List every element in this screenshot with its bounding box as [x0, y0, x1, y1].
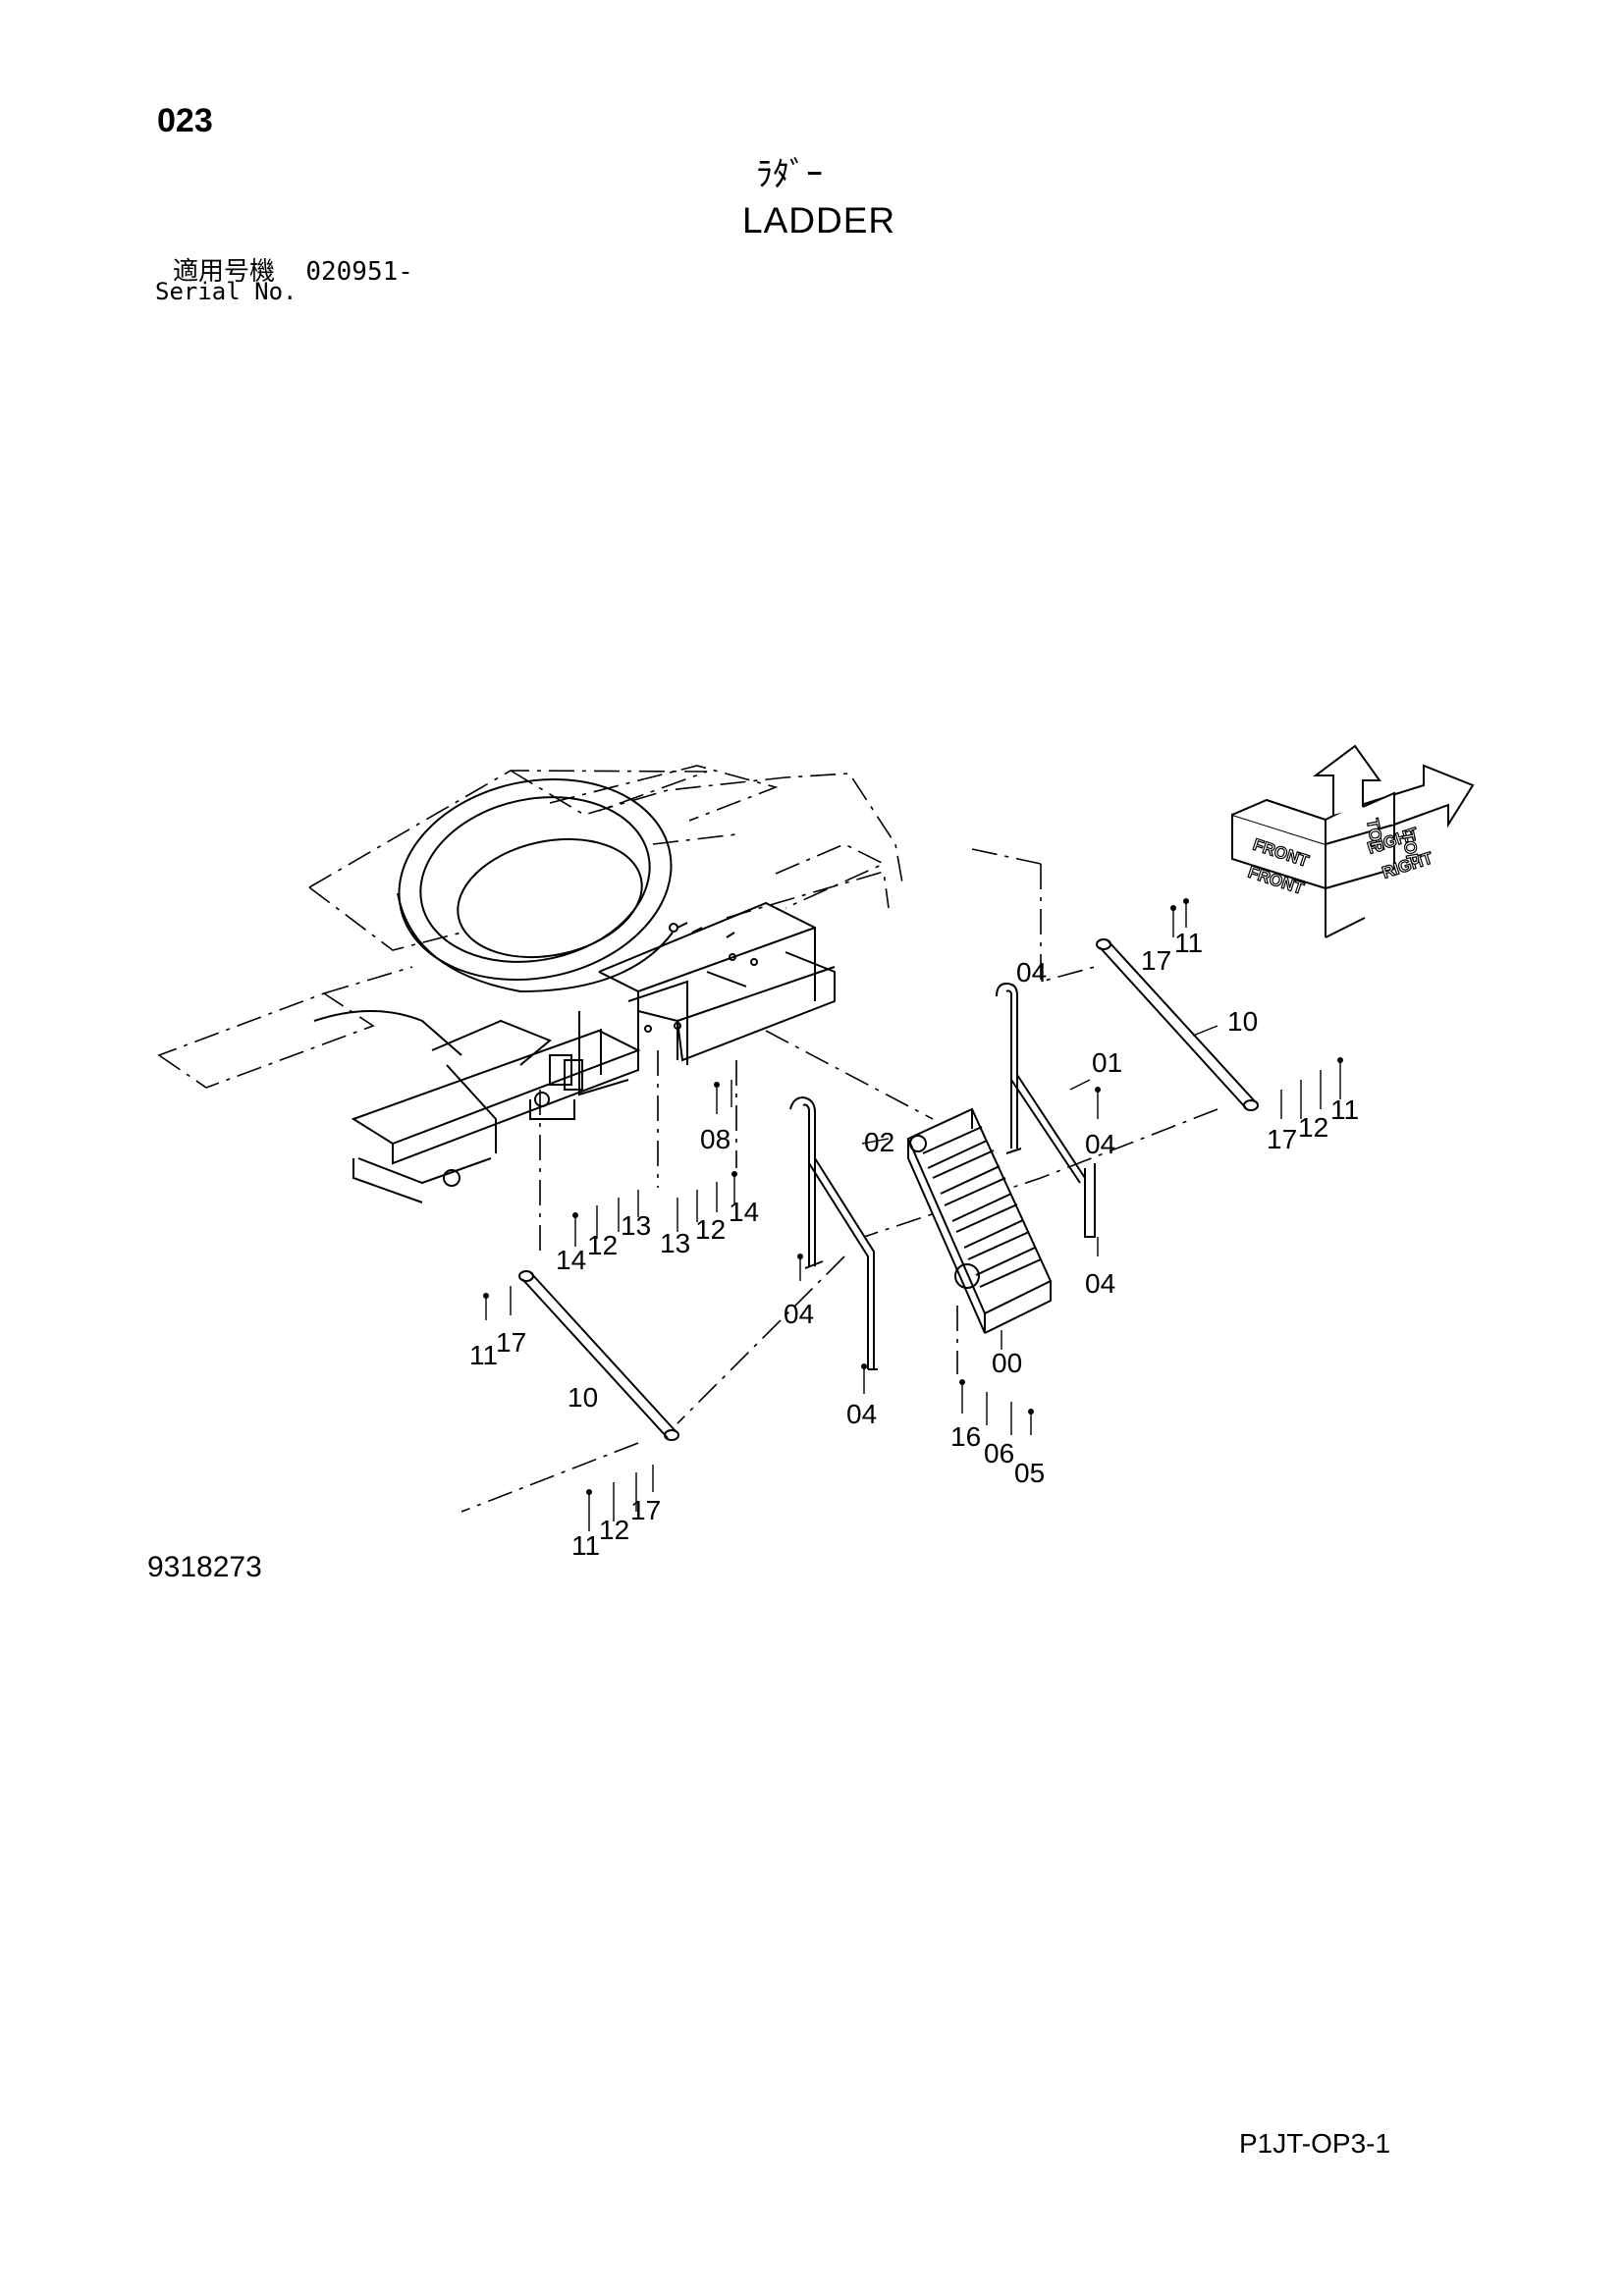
callout-11-c: 11 [469, 1340, 498, 1370]
callout-11-a: 11 [1174, 928, 1203, 958]
swing-ring [397, 777, 674, 993]
fasteners [483, 898, 1343, 1531]
callout-05: 05 [1014, 1458, 1045, 1488]
handrail-02 [789, 1095, 878, 1370]
callout-12-b: 12 [587, 1230, 618, 1260]
drawing-number: 9318273 [147, 1551, 262, 1583]
callout-14-b: 14 [729, 1197, 759, 1227]
callout-12-d: 12 [599, 1515, 629, 1545]
callout-11-d: 11 [571, 1530, 600, 1561]
callout-16: 16 [950, 1421, 981, 1452]
callout-04-c: 04 [784, 1299, 814, 1329]
bar-10-upper [1096, 938, 1259, 1111]
ladder-steps [906, 1107, 1053, 1334]
callout-17-d: 17 [630, 1495, 661, 1525]
callout-17-b: 17 [1267, 1124, 1297, 1154]
callout-13-b: 13 [660, 1228, 690, 1258]
title-japanese: ﾗﾀﾞｰ [756, 155, 823, 194]
handrail-01 [996, 982, 1096, 1238]
callout-12-a: 12 [1298, 1112, 1328, 1143]
callout-11-b: 11 [1330, 1095, 1359, 1125]
serial-label-jp: 適用号機 [173, 257, 276, 287]
callout-02: 02 [864, 1127, 894, 1157]
callouts: 00 01 02 04 04 04 04 04 05 06 08 10 10 1… [469, 928, 1359, 1561]
bar-10-lower [518, 1270, 679, 1441]
page-number: 023 [157, 102, 213, 139]
callout-14-a: 14 [556, 1245, 586, 1275]
callout-17-c: 17 [496, 1327, 526, 1358]
callout-01: 01 [1092, 1047, 1122, 1078]
callout-04-e: 04 [1016, 957, 1047, 988]
callout-10-upper: 10 [1227, 1006, 1258, 1037]
callout-06: 06 [984, 1438, 1014, 1468]
serial-label-english: Serial No. [155, 278, 298, 305]
callout-10-lower: 10 [568, 1382, 598, 1413]
orientation-indicator: FRONT FRONT RIGHT RIGHT TOP TOP [1231, 744, 1475, 938]
serial-line-japanese: 適用号機 020951- [173, 251, 413, 288]
callout-17-a: 17 [1141, 945, 1171, 976]
main-frame [313, 901, 836, 1203]
label-top: TOP [1363, 817, 1387, 853]
callout-04-a: 04 [1085, 1129, 1115, 1159]
callout-08: 08 [700, 1124, 731, 1154]
callout-04-d: 04 [846, 1399, 877, 1429]
callout-13-a: 13 [621, 1210, 651, 1241]
title-english: LADDER [742, 200, 896, 240]
callout-12-c: 12 [695, 1214, 726, 1245]
callout-04-b: 04 [1085, 1268, 1115, 1299]
serial-value: 020951- [305, 257, 413, 287]
sheet-code: P1JT-OP3-1 [1239, 2128, 1391, 2159]
upper-frame-phantom [157, 765, 1218, 1513]
callout-00: 00 [992, 1348, 1022, 1378]
